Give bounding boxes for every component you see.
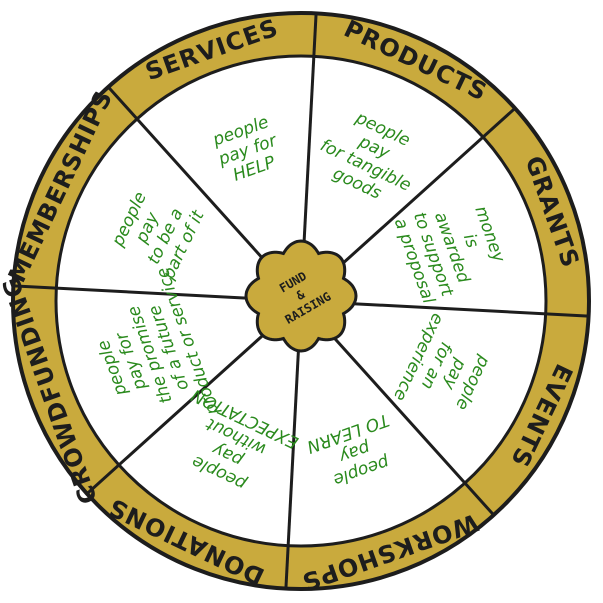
segment-divider <box>337 107 517 269</box>
segment-divider <box>284 350 300 589</box>
segment-divider <box>302 13 318 252</box>
segment-divider <box>13 284 252 300</box>
segment-divider <box>350 302 589 318</box>
segment-dividers <box>13 13 589 589</box>
center-flower-shape <box>244 239 358 353</box>
segment-divider <box>333 337 495 517</box>
segment-divider <box>85 333 265 495</box>
segment-divider <box>107 85 269 265</box>
segment-text-line: is <box>459 231 482 251</box>
